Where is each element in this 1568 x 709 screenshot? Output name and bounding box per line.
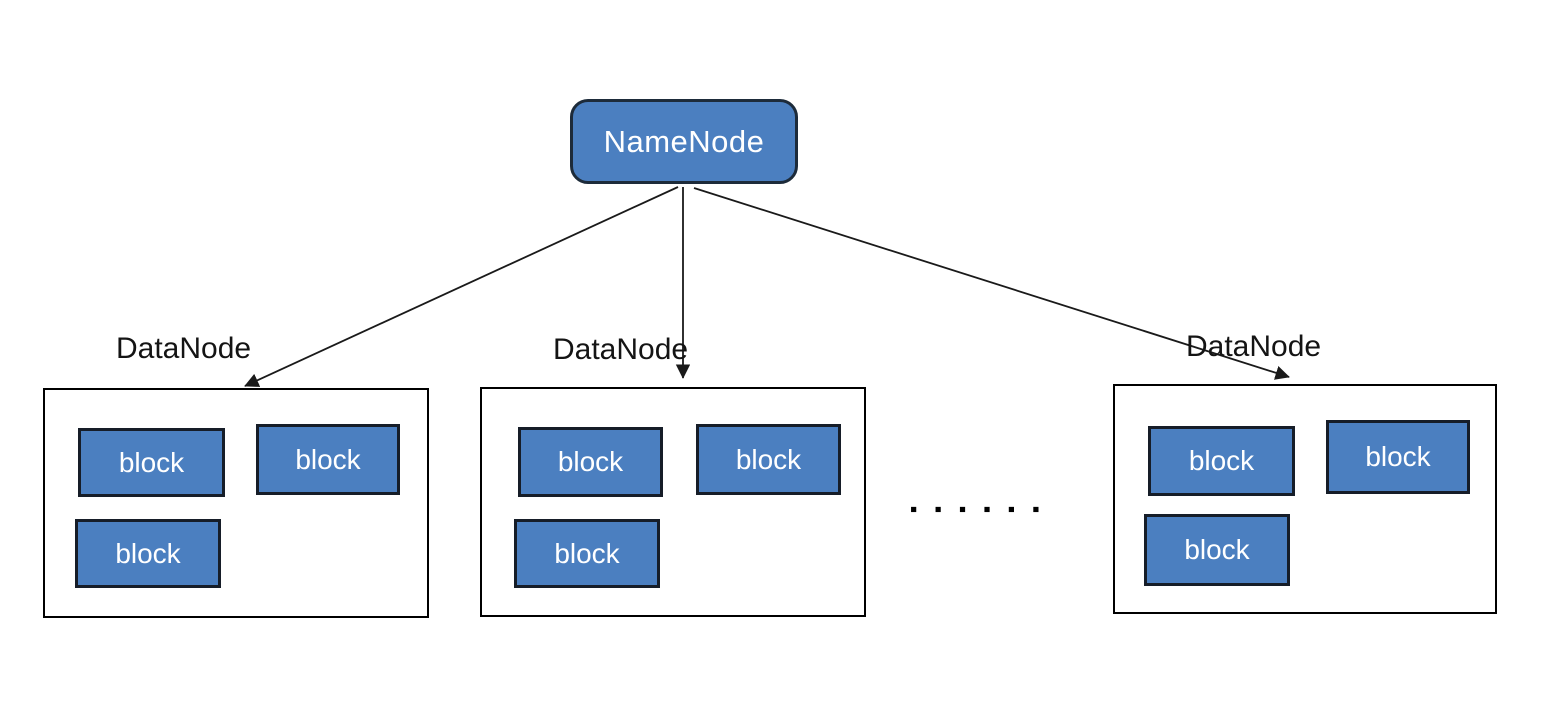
datanode-1-block-2: block xyxy=(256,424,400,495)
datanode-2-label: DataNode xyxy=(553,333,689,366)
datanode-1-block-1: block xyxy=(78,428,225,497)
datanode-2-block-2: block xyxy=(696,424,841,495)
datanode-1-label: DataNode xyxy=(116,332,252,365)
datanode-3-label: DataNode xyxy=(1186,330,1322,363)
datanode-3-block-1: block xyxy=(1148,426,1295,496)
ellipsis-dots: ▪▪▪▪▪▪ xyxy=(910,498,1057,521)
datanode-1-box: block block block xyxy=(43,388,429,618)
datanode-3-block-3: block xyxy=(1144,514,1290,586)
namenode-box: NameNode xyxy=(570,99,798,184)
datanode-3-box: block block block xyxy=(1113,384,1497,614)
datanode-1-block-3: block xyxy=(75,519,221,588)
datanode-2-block-1: block xyxy=(518,427,663,497)
datanode-2-block-3: block xyxy=(514,519,660,588)
datanode-2-box: block block block xyxy=(480,387,866,617)
datanode-3-block-2: block xyxy=(1326,420,1470,494)
